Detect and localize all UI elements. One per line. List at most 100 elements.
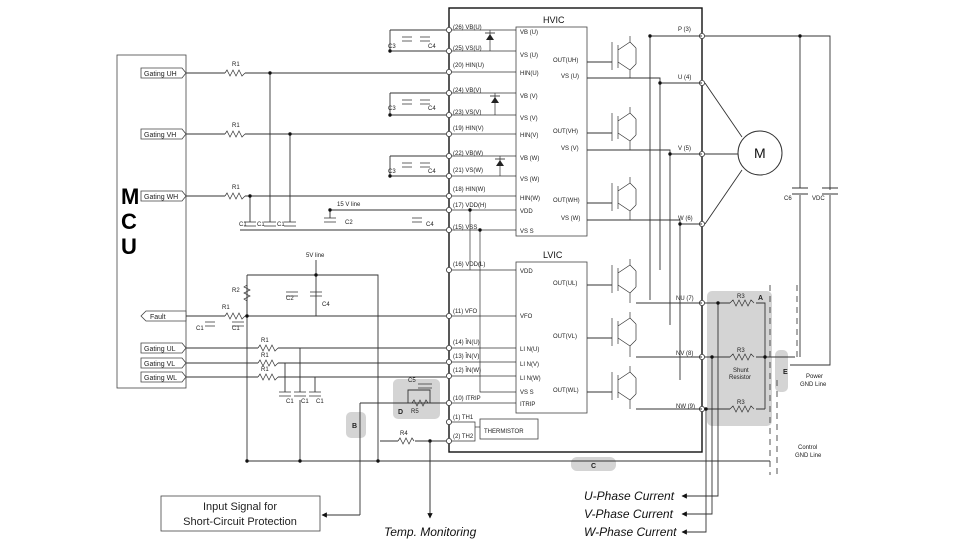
lvic-title: LVIC	[543, 250, 563, 260]
svg-text:P (3): P (3)	[678, 27, 691, 33]
region-d-shade	[393, 379, 440, 419]
r1-vl: R1	[261, 353, 269, 359]
svg-text:VS (V): VS (V)	[520, 116, 538, 122]
svg-text:VB (W): VB (W)	[520, 156, 539, 162]
svg-text:(25) VS(U): (25) VS(U)	[453, 46, 482, 52]
v5-line: 5V line	[306, 253, 325, 259]
svg-text:(2) TH2: (2) TH2	[453, 434, 474, 440]
c5-label: C5	[408, 378, 416, 384]
svg-text:(18) HIN(W): (18) HIN(W)	[453, 187, 485, 193]
dc-caps	[792, 187, 838, 195]
motor-wires	[704, 35, 831, 366]
svg-text:LI N(V): LI N(V)	[520, 362, 539, 368]
svg-text:VS (V): VS (V)	[561, 146, 579, 152]
low-side-resistors	[205, 284, 432, 445]
svg-text:OUT(WL): OUT(WL)	[553, 388, 579, 394]
c3-w: C3	[388, 169, 396, 175]
svg-text:VS (U): VS (U)	[520, 53, 538, 59]
c1-l-a: C1	[286, 399, 294, 405]
shunt-label-1: Shunt	[733, 368, 749, 374]
signal-gating-wl: Gating WL	[140, 371, 187, 383]
svg-text:V (5): V (5)	[678, 146, 691, 152]
short-circuit-box: Input Signal for Short-Circuit Protectio…	[160, 495, 360, 532]
svg-text:Gating UH: Gating UH	[144, 71, 177, 78]
c4-b: C4	[322, 302, 330, 308]
svg-text:(10) ITRIP: (10) ITRIP	[453, 396, 481, 402]
control-gnd-1: Control	[798, 445, 817, 451]
c1-b: C1	[257, 222, 265, 228]
signal-gating-uh: Gating UH	[140, 67, 187, 79]
hvic-title: HVIC	[543, 15, 565, 25]
temp-monitoring: Temp. Monitoring	[384, 441, 477, 539]
region-b-shade	[346, 412, 366, 438]
r3-label-c: R3	[737, 400, 745, 406]
c1-fault-a: C1	[196, 326, 204, 332]
c1-l-c: C1	[316, 399, 324, 405]
svg-text:NU (7): NU (7)	[676, 296, 694, 302]
svg-text:LI N(U): LI N(U)	[520, 347, 539, 353]
r1-wl: R1	[261, 367, 269, 373]
r4-label: R4	[400, 431, 408, 437]
c1-l-b: C1	[301, 399, 309, 405]
svg-text:Gating WL: Gating WL	[144, 375, 177, 382]
svg-text:HIN(V): HIN(V)	[520, 133, 538, 139]
motor: M	[737, 130, 783, 176]
r3-label-b: R3	[737, 348, 745, 354]
svg-text:(12) ĪN(W): (12) ĪN(W)	[453, 367, 481, 374]
svg-text:HIN(W): HIN(W)	[520, 196, 540, 202]
svg-text:Input Signal for: Input Signal for	[203, 501, 277, 513]
r1-uh: R1	[232, 62, 240, 68]
mcu-block	[116, 54, 187, 389]
svg-text:Gating WH: Gating WH	[144, 194, 178, 201]
signal-gating-vl: Gating VL	[140, 357, 187, 369]
r3-label-a: R3	[737, 294, 745, 300]
power-gnd-2: GND Line	[800, 382, 827, 388]
svg-text:OUT(VH): OUT(VH)	[553, 129, 578, 135]
svg-text:U (4): U (4)	[678, 75, 691, 81]
svg-text:(11) VFO: (11) VFO	[453, 309, 478, 315]
svg-text:OUT(VL): OUT(VL)	[553, 334, 577, 340]
svg-text:(26) VB(U): (26) VB(U)	[453, 25, 482, 31]
region-e-shade	[775, 350, 788, 392]
r1-vh: R1	[232, 123, 240, 129]
svg-text:(16) VDD(L): (16) VDD(L)	[453, 262, 485, 268]
region-c-label: C	[591, 463, 596, 470]
svg-text:Gating UL: Gating UL	[144, 346, 176, 353]
svg-text:(24) VB(V): (24) VB(V)	[453, 88, 481, 94]
svg-text:(22) VB(W): (22) VB(W)	[453, 151, 483, 157]
c4-v: C4	[428, 106, 436, 112]
svg-text:OUT(UH): OUT(UH)	[553, 58, 578, 64]
r1-ul: R1	[261, 338, 269, 344]
svg-text:VS (W): VS (W)	[561, 216, 580, 222]
hvic-block	[515, 26, 588, 237]
svg-text:ITRIP: ITRIP	[520, 402, 535, 408]
svg-text:(1) TH1: (1) TH1	[453, 415, 474, 421]
lvic-left-pins: VDD VFO LI N(U) LI N(V) LI N(W) VS S ITR…	[520, 269, 541, 408]
vdc-label: VDC	[812, 196, 825, 202]
hvic-right-pins: OUT(UH) VS (U) OUT(VH) VS (V) OUT(WH) VS…	[553, 58, 580, 222]
svg-text:VS S: VS S	[520, 229, 534, 235]
low-side-wiring	[186, 260, 446, 515]
signal-gating-vh: Gating VH	[140, 128, 187, 140]
region-d-label: D	[398, 409, 403, 416]
shunt-resistors	[729, 299, 755, 413]
svg-text:(14) ĪN(U): (14) ĪN(U)	[453, 339, 480, 346]
c1-a: C1	[239, 222, 247, 228]
svg-text:HIN(U): HIN(U)	[520, 71, 539, 77]
c3-v: C3	[388, 106, 396, 112]
c3-u: C3	[388, 44, 396, 50]
bootstrap-caps	[402, 36, 430, 168]
svg-text:VS S: VS S	[520, 390, 534, 396]
svg-text:Temp. Monitoring: Temp. Monitoring	[384, 525, 477, 539]
signal-gating-ul: Gating UL	[140, 342, 187, 354]
shunt-label-2: Resistor	[729, 375, 751, 381]
module-left-pins	[445, 26, 452, 444]
v-phase-current: V-Phase Current	[584, 507, 674, 521]
svg-text:VS (W): VS (W)	[520, 177, 539, 183]
svg-text:VDD: VDD	[520, 209, 533, 215]
gate-resistors	[224, 69, 246, 200]
region-a-label: A	[758, 295, 763, 302]
thermistor: THERMISTOR	[475, 418, 539, 440]
svg-text:(20) HIN(U): (20) HIN(U)	[453, 63, 484, 69]
svg-text:(23) VS(V): (23) VS(V)	[453, 110, 481, 116]
